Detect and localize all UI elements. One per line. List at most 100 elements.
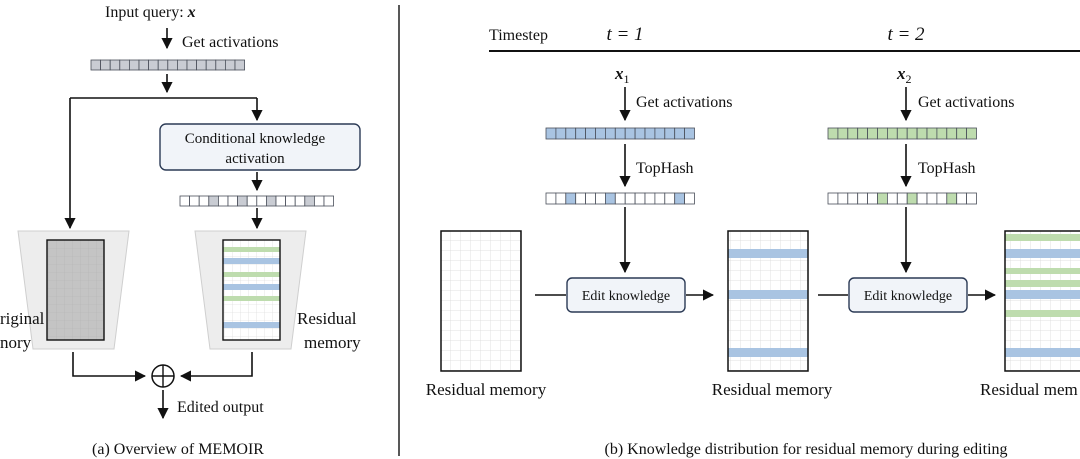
hashed-t1-cell [555,192,567,205]
activation-left-cell [128,59,140,71]
hashed-t1-cell [644,192,656,205]
hashed-t1-cell [674,192,686,205]
activation-left-cell [215,59,226,71]
masked-activation-cell [189,195,200,207]
right-caption: (b) Knowledge distribution for residual … [604,441,1007,458]
residual-memory-stripes [223,247,280,328]
conditional-knowledge-line2: activation [225,151,285,167]
residual-memory-0 [440,230,522,372]
memory-stripe [223,284,280,290]
edit-knowledge-box-t1 [566,277,686,313]
activation-t2-cell [916,127,928,140]
memory-stripe [1005,249,1080,258]
original-memory-matrix [46,239,105,341]
edit-knowledge-t2: Edit knowledge [864,289,952,304]
activation-t1-cell [654,127,666,140]
hashed-t2-cell [857,192,869,205]
activation-t1-cell [555,127,567,140]
activation-t2-cell [827,127,839,140]
hashed-t1-cell [565,192,577,205]
activation-left-cell [90,59,102,71]
conditional-knowledge-box [159,123,361,171]
activation-t1-cell [605,127,616,140]
hashed-t2-cell [837,192,849,205]
memory-stripe [728,249,808,258]
right-panel: Timestep t = 1 t = 2 x1 Get activations … [426,24,1080,458]
hashed-t2-cell [916,192,928,205]
residual-memory-2-label: Residual mem [980,380,1078,399]
hashed-t2-cell [827,192,839,205]
masked-activation-cell [285,195,296,207]
activation-left-cell [196,59,207,71]
edit-knowledge-box-t2 [848,277,968,313]
get-activations-t1: Get activations [636,94,732,111]
original-memory-label-1: riginal [0,309,45,328]
memory-stripe [1005,290,1080,299]
activation-left-cell [119,59,130,71]
left-caption: (a) Overview of MEMOIR [92,441,264,458]
masked-activation-cell [294,195,306,207]
hashed-t2-cell [847,192,859,205]
memory-stripe [223,322,280,328]
hashed-t1-cell [624,192,636,205]
activation-t2-cell [936,127,948,140]
masked-activation-cell [265,195,277,207]
masked-activation-vector [179,195,335,207]
arrow-original-to-sum [72,352,147,382]
memory-stripe [223,258,280,264]
hashed-t2-cell [956,192,968,205]
activation-t2-cell [966,127,977,140]
x1-label: x1 [614,64,630,86]
activation-t2-cell [877,127,888,140]
residual-memory-0-label: Residual memory [426,380,547,399]
activation-t1-cell [585,127,596,140]
activation-t2-cell [847,127,859,140]
masked-activation-cell [323,195,335,207]
activation-left-cell [234,59,246,71]
activation-vector-t2 [827,127,977,140]
activation-t1-cell [545,127,557,140]
tophash-t1: TopHash [636,160,694,177]
edit-knowledge-t1: Edit knowledge [582,289,670,304]
memory-stripe [1005,268,1080,274]
residual-memory-2 [1004,230,1080,372]
hashed-t1-cell [684,192,695,205]
activation-t1-cell [565,127,577,140]
activation-t1-cell [644,127,656,140]
hashed-t1-cell [595,192,606,205]
memory-stripe [223,247,280,252]
activation-vector-t1 [545,127,695,140]
masked-activation-cell [198,195,210,207]
activation-t2-cell [926,127,938,140]
hashed-t1-cell [654,192,666,205]
activation-t2-cell [837,127,849,140]
activation-left-cell [176,59,188,71]
hashed-t2-cell [906,192,918,205]
residual-memory-label-1: Residual [297,309,357,328]
residual-memory-1 [727,230,809,372]
hashed-t2-cell [926,192,938,205]
masked-activation-cell [227,195,239,207]
activation-left-cell [167,59,178,71]
activation-left-cell [157,59,169,71]
hashed-vector-t2 [827,192,977,205]
masked-activation-cell [256,195,267,207]
hashed-t2-cell [896,192,908,205]
activation-t2-cell [896,127,908,140]
residual-memory-label-2: memory [304,333,361,352]
hashed-vector-t1 [545,192,695,205]
hashed-t1-cell [634,192,646,205]
activation-left-cell [148,59,159,71]
activation-t1-cell [664,127,676,140]
activation-t1-cell [674,127,686,140]
activation-t1-cell [684,127,695,140]
masked-activation-cell [237,195,248,207]
activation-left-cell [205,59,217,71]
masked-activation-cell [208,195,219,207]
masked-activation-cell [304,195,315,207]
activation-t2-cell [867,127,878,140]
input-query-label: Input query: x [105,4,196,21]
arrow-residual-to-sum [179,352,253,382]
left-panel: Input query: x Get activations Condition… [0,4,361,458]
masked-activation-cell [246,195,258,207]
